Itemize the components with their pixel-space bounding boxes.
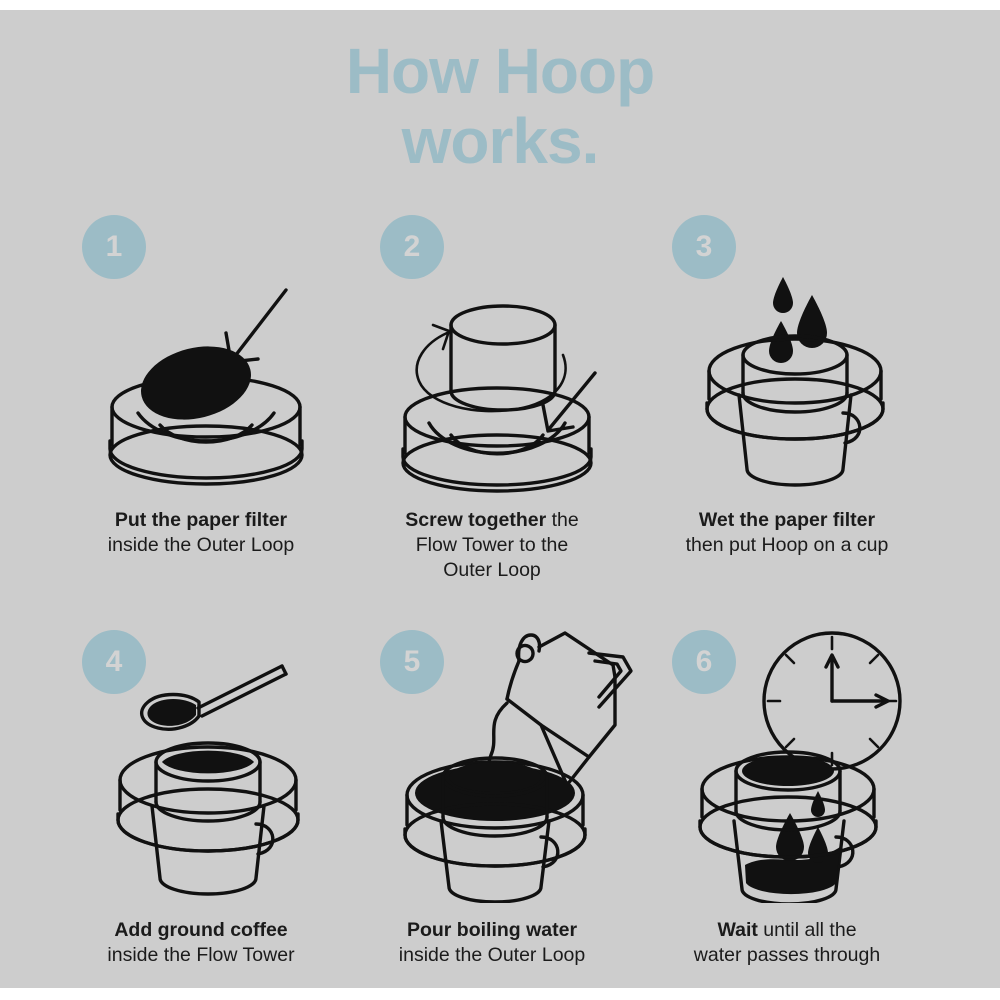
step-caption-3: Wet the paper filter then put Hoop on a …	[632, 508, 942, 558]
arrow-icon	[224, 288, 288, 364]
step-caption-1: Put the paper filter inside the Outer Lo…	[46, 508, 356, 558]
step-caption-6-rest: until all the	[757, 919, 857, 941]
step-illustration-4	[86, 628, 326, 898]
water-droplet-icon	[811, 791, 825, 817]
step-illustration-5	[367, 613, 637, 903]
page-title-line-2: works.	[401, 105, 600, 177]
step-illustration-3	[677, 263, 907, 498]
step-caption-1-line2: inside the Outer Loop	[107, 534, 295, 556]
rotation-arrow-icon	[415, 323, 567, 413]
paper-filter-shape	[141, 346, 251, 420]
step-caption-5-line2: inside the Outer Loop	[398, 944, 586, 966]
step-number-badge-3: 3	[672, 215, 736, 279]
water-droplet-icon	[776, 813, 804, 861]
water-droplet-icon	[769, 321, 793, 363]
step-caption-3-line2: then put Hoop on a cup	[685, 534, 889, 556]
step-caption-2-bold: Screw together	[405, 509, 547, 531]
step-caption-6: Wait until all the water passes through	[632, 918, 942, 968]
step-caption-4-bold: Add ground coffee	[114, 919, 288, 941]
page-title: How Hoop works.	[0, 36, 1000, 176]
step-caption-2-line3: Outer Loop	[443, 559, 541, 581]
step-caption-2-line2: Flow Tower to the	[415, 534, 569, 556]
kettle-icon	[505, 631, 633, 787]
step-number-badge-1: 1	[82, 215, 146, 279]
spoon-icon	[139, 664, 288, 731]
page-title-line-1: How Hoop	[345, 35, 655, 107]
clock-icon	[762, 631, 902, 771]
step-number-badge-5: 5	[380, 630, 444, 694]
step-illustration-1	[86, 265, 326, 495]
step-caption-1-bold: Put the paper filter	[114, 509, 288, 531]
step-illustration-2	[367, 263, 627, 498]
step-caption-4: Add ground coffee inside the Flow Tower	[46, 918, 356, 968]
ground-coffee-shape	[162, 750, 254, 774]
water-droplet-icon	[773, 277, 793, 313]
infographic-canvas: How Hoop works. 1	[0, 10, 1000, 988]
step-caption-2: Screw together the Flow Tower to the Out…	[337, 508, 647, 583]
step-caption-3-bold: Wet the paper filter	[698, 509, 876, 531]
step-number-badge-2: 2	[380, 215, 444, 279]
step-caption-4-line2: inside the Flow Tower	[107, 944, 295, 966]
step-caption-6-line2: water passes through	[693, 944, 881, 966]
step-illustration-6	[672, 613, 922, 903]
step-number-badge-6: 6	[672, 630, 736, 694]
step-caption-2-rest: the	[546, 509, 579, 531]
step-caption-6-bold: Wait	[717, 919, 758, 941]
step-number-badge-4: 4	[82, 630, 146, 694]
step-caption-5: Pour boiling water inside the Outer Loop	[337, 918, 647, 968]
step-caption-5-bold: Pour boiling water	[406, 919, 578, 941]
